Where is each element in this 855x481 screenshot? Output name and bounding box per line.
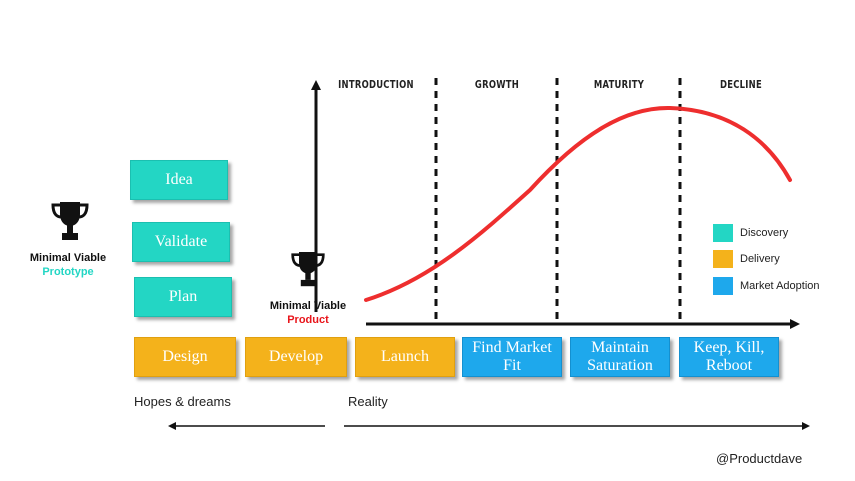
prototype-label-line2: Prototype — [42, 266, 94, 278]
maintain-saturation-box: Maintain Saturation — [570, 337, 670, 377]
product-label-line2: Product — [287, 314, 329, 326]
prototype-label-line1: Minimal Viable — [29, 252, 107, 264]
hopes-and-dreams-label: Hopes & dreams — [134, 394, 231, 409]
reality-label: Reality — [348, 394, 388, 409]
product-trophy-icon — [291, 252, 325, 287]
legend-delivery-label: Delivery — [740, 253, 780, 265]
legend-discovery-label: Discovery — [740, 227, 789, 239]
lifecycle-curve — [364, 105, 792, 302]
legend-market-adoption-label: Market Adoption — [740, 280, 820, 292]
find-market-fit-box: Find Market Fit — [462, 337, 562, 377]
validate-box: Validate — [132, 222, 230, 262]
keep-kill-reboot-box: Keep, Kill, Reboot — [679, 337, 779, 377]
phase-decline: DECLINE — [720, 78, 762, 91]
legend-delivery-swatch — [713, 250, 733, 268]
develop-box: Develop — [245, 337, 347, 377]
product-label-line1: Minimal Viable — [269, 300, 347, 312]
prototype-trophy-icon — [51, 202, 89, 240]
design-box: Design — [134, 337, 236, 377]
idea-box: Idea — [130, 160, 228, 200]
legend-market-adoption-swatch — [713, 277, 733, 295]
plan-box: Plan — [134, 277, 232, 317]
phase-introduction: INTRODUCTION — [338, 78, 414, 91]
phase-growth: GROWTH — [474, 78, 520, 91]
legend-discovery-swatch — [713, 224, 733, 242]
credit-label: @Productdave — [716, 451, 803, 466]
phase-maturity: MATURITY — [593, 78, 645, 91]
launch-box: Launch — [355, 337, 455, 377]
